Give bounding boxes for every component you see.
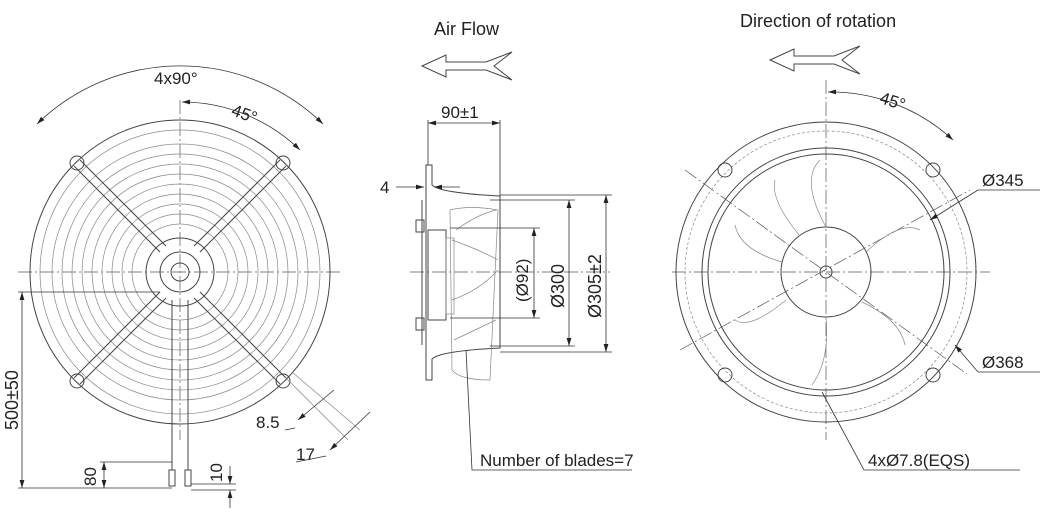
blade	[865, 227, 921, 253]
strut-extension-line	[285, 377, 349, 441]
blade	[773, 179, 801, 237]
dim-4-label: 4	[380, 178, 389, 197]
mounting-hole	[275, 373, 291, 389]
dim-90-label: 90±1	[441, 103, 479, 122]
guard-ring	[81, 173, 279, 371]
strut-edge	[79, 159, 167, 247]
blade	[861, 301, 906, 346]
angle-45-label-left: 45°	[229, 101, 260, 128]
angle-45-arc-left	[181, 99, 301, 151]
dim-80-label: 80	[81, 467, 100, 486]
cable-terminal	[168, 469, 176, 487]
blade-edge	[451, 269, 499, 301]
strut-edge	[199, 165, 287, 253]
dim-d368-arrow	[954, 344, 979, 373]
angle-45-arc-right	[827, 89, 954, 141]
mounting-hole	[69, 155, 85, 171]
dim-d305-label: Ø305±2	[585, 254, 605, 318]
dim-d300-label: Ø300	[548, 264, 568, 308]
mounting-hole	[275, 155, 291, 171]
hub-center	[170, 262, 190, 282]
rear-view-impeller: Direction of rotation 45° Ø345	[672, 11, 1040, 471]
mounting-bolt	[415, 219, 425, 233]
angle-4x90-label: 4x90°	[154, 69, 198, 88]
strut-edge	[79, 297, 167, 385]
center-line-diagonal	[684, 169, 968, 375]
blades-side-profile	[449, 207, 499, 381]
impeller-shaft	[819, 265, 833, 279]
strut-edge	[199, 291, 287, 379]
dim-17-label: 17	[296, 445, 315, 464]
dim-17-arrow	[329, 411, 371, 451]
blade-outline	[449, 207, 499, 381]
blade-edge	[453, 319, 497, 341]
rotation-label: Direction of rotation	[740, 11, 896, 31]
dim-10-label: 10	[207, 463, 226, 482]
impeller-blades	[734, 159, 921, 386]
side-view: Air Flow 90±1 4 (Ø92) Ø300	[380, 19, 634, 471]
dim-8-5-arrow	[297, 389, 335, 421]
dim-d368-label: Ø368	[982, 353, 1024, 372]
guard-ring	[121, 213, 239, 331]
strut-edge	[73, 291, 161, 379]
mounting-hole	[925, 367, 941, 383]
guard-ring	[61, 153, 299, 391]
dim-500-label: 500±50	[2, 370, 22, 430]
guard-ring	[131, 223, 229, 321]
hub-middle	[159, 251, 201, 293]
housing-inner-rim	[701, 147, 951, 397]
dim-17-leader	[295, 455, 327, 463]
impeller-tip-circle	[707, 153, 945, 391]
dim-d345-label: Ø345	[982, 171, 1024, 190]
bolt-circle	[684, 130, 968, 414]
guard-ring	[71, 163, 289, 381]
air-flow-label: Air Flow	[434, 19, 500, 39]
dim-8-5-label: 8.5	[256, 413, 280, 432]
air-flow-arrow-icon	[420, 51, 513, 81]
blade	[811, 316, 828, 386]
dim-d345-arrow	[929, 189, 979, 221]
blade	[734, 299, 787, 323]
mounting-hole	[925, 162, 941, 178]
dim-8-5-leader	[284, 427, 296, 431]
strut-edge	[193, 297, 281, 385]
blades-note-leader	[465, 349, 632, 471]
rotation-arrow-icon	[768, 45, 861, 75]
guard-rings	[51, 143, 309, 401]
holes-note: 4xØ7.8(EQS)	[868, 451, 970, 470]
strut-edge	[73, 165, 161, 253]
motor-rotor	[445, 237, 455, 315]
mounting-hole	[69, 373, 85, 389]
strut-edge	[193, 159, 281, 247]
angle-45-label-right: 45°	[877, 88, 907, 114]
flange-profile	[425, 164, 501, 381]
angle-4x90-arc	[36, 65, 324, 125]
blade-edge	[451, 239, 499, 261]
mounting-hole	[717, 367, 733, 383]
blade	[734, 224, 783, 263]
cable	[168, 300, 192, 487]
holes-note-leader	[821, 391, 1020, 471]
mounting-bolt	[415, 317, 425, 331]
strut-extension-line	[291, 371, 361, 431]
blade	[810, 159, 827, 228]
blades-note: Number of blades=7	[480, 451, 634, 470]
guard-ring	[101, 193, 259, 351]
dim-d92-label: (Ø92)	[513, 259, 532, 302]
center-line-diagonal	[679, 189, 971, 351]
cable-terminal	[184, 469, 192, 487]
mounting-struts	[73, 159, 287, 385]
mounting-hole	[717, 162, 733, 178]
guard-ring	[111, 203, 249, 341]
guard-ring	[91, 183, 269, 361]
motor-body	[427, 229, 447, 321]
hub-outer	[145, 237, 215, 307]
guard-inner-rim	[39, 129, 321, 415]
guard-ring	[51, 143, 309, 401]
front-view-guard: 4x90° 45° 500±50 80 10 8.5 17	[2, 65, 371, 508]
blade-edge	[455, 209, 497, 231]
housing-outer-rim	[675, 121, 977, 423]
